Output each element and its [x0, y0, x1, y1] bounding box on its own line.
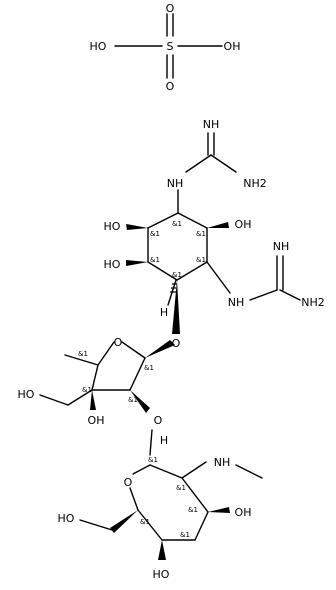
guan-right-amine: NH2: [301, 296, 325, 309]
bond-ch2: [67, 389, 93, 406]
pyranose-ring-o: O: [124, 476, 133, 489]
stereo-2: &1: [196, 230, 206, 238]
wedge-furanose-o-link: [130, 390, 150, 413]
wedge-pyranose-oh-bottom: [158, 540, 166, 560]
pyranose-bond-3: [194, 511, 209, 541]
furanose-ch2oh: HO: [18, 388, 35, 401]
wedge-oh-top-right: [207, 222, 229, 228]
ring-bond-1: [147, 212, 179, 229]
bond-methyl: [64, 354, 99, 366]
wedge-furanose-oh: [90, 390, 96, 410]
furanose-bond-1: [97, 341, 115, 366]
ring-bond-5: [147, 261, 178, 281]
guan-top-amine: NH2: [243, 177, 267, 190]
h-label: H: [160, 306, 168, 319]
bond-c-nh: [181, 461, 207, 479]
oh-top-right: OH: [235, 218, 252, 231]
pyranose-nh: NH: [214, 456, 231, 469]
ring-bond-4: [176, 261, 208, 281]
streptose-ring: O HO OH O &1 &1 &1 &1: [18, 336, 175, 427]
guan-right-imine: NH: [273, 240, 290, 253]
stereo-3: &1: [150, 230, 160, 238]
furanose-stereo-3: &1: [82, 386, 92, 394]
guan-top-nh: NH: [167, 177, 184, 190]
wedge-o-link-ring: [172, 280, 180, 334]
pyranose-bond-6: [129, 487, 139, 511]
furanose-ring-o: O: [114, 336, 123, 349]
sulfuric-s: S: [167, 40, 174, 53]
stereo-5: &1: [196, 256, 206, 264]
pyranose-bond-7: [132, 464, 151, 475]
guanidine-top: NH NH2 NH: [167, 118, 267, 214]
pyranose-oh-bottom: HO: [153, 568, 170, 581]
stereo-6: &1: [172, 271, 182, 279]
wedge-ho-bottom-left: [126, 260, 148, 266]
glucosamine-ring: O H NH OH HO HO &1 &1 &1 &1 &1: [58, 429, 263, 581]
sulfuric-o-bottom: O: [166, 80, 175, 93]
bond-guan-top-amine: [210, 154, 237, 173]
furanose-stereo-1: &1: [78, 350, 88, 358]
ho-bottom-left: HO: [104, 258, 121, 271]
wedge-pyranose-oh-right: [208, 507, 230, 513]
ho-top-left: HO: [104, 220, 121, 233]
furanose-stereo-4: &1: [128, 396, 138, 404]
bond-guan-right-nh-c: [249, 289, 278, 301]
wedge-pyranose-ch2: [110, 510, 138, 533]
stereo-4: &1: [150, 256, 160, 264]
streptidine-ring: HO HO OH H O &1 &1 &1 &1 &1 &1: [104, 212, 252, 350]
bond-pyranose-ch2-oh: [79, 519, 113, 531]
o-link-ring: O: [172, 337, 181, 350]
furanose-stereo-2: &1: [144, 364, 154, 372]
pyranose-ch2oh: HO: [58, 512, 75, 525]
pyranose-stereo-1: &1: [148, 456, 158, 464]
stereo-1: &1: [172, 220, 182, 228]
bond-ring-nh-right: [206, 261, 231, 294]
sulfuric-o-top: O: [166, 2, 175, 15]
bond-ring-c-h: [167, 279, 177, 306]
pyranose-stereo-4: &1: [140, 518, 150, 526]
furanose-oh: OH: [88, 414, 105, 427]
pyranose-stereo-3: &1: [188, 506, 198, 514]
pyranose-bond-1: [149, 464, 183, 479]
bond-o-link-anomeric: [149, 429, 153, 456]
ring-bond-2: [177, 212, 208, 229]
bond-nh-methyl: [235, 464, 263, 479]
pyranose-bond-5: [137, 509, 163, 541]
sulfuric-acid: O S O HO OH: [90, 2, 241, 93]
bond-guan-top-nh: [185, 154, 212, 173]
pyranose-h: H: [160, 434, 168, 447]
pyranose-oh-right: OH: [235, 506, 252, 519]
bond-guan-right-amine: [279, 289, 301, 301]
pyranose-stereo-2: &1: [176, 484, 186, 492]
pyranose-bond-2: [181, 477, 209, 513]
sulfuric-oh-right: OH: [224, 40, 241, 53]
guanidine-right: NH NH NH2: [228, 240, 325, 309]
furanose-o-link: O: [154, 414, 163, 427]
pyranose-stereo-5: &1: [180, 531, 190, 539]
guan-top-imine: NH: [203, 118, 220, 131]
furanose-bond-2: [121, 341, 146, 359]
furanose-bond-5: [91, 364, 99, 391]
wedge-anomeric: [145, 340, 175, 358]
furanose-bond-3: [129, 357, 146, 391]
guan-right-nh: NH: [228, 296, 245, 309]
bond-ch2-oh: [39, 394, 69, 406]
wedge-ho-top-left: [126, 224, 148, 230]
sulfuric-oh-left: HO: [90, 40, 107, 53]
